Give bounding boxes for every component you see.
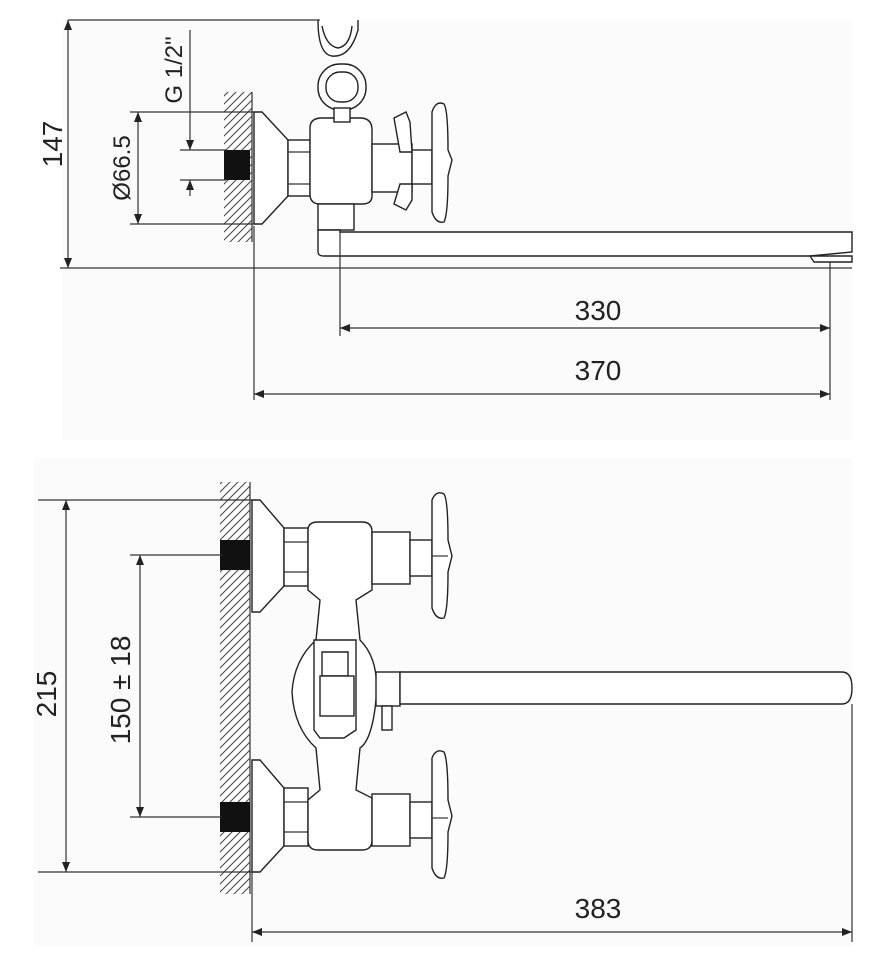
hex-nut-top — [287, 139, 311, 197]
pipe-insert-upper — [220, 540, 250, 570]
mixer-body-top — [309, 117, 373, 205]
dim-total-length-front-label: 383 — [575, 893, 622, 924]
dim-total-length-top-label: 370 — [575, 355, 622, 386]
dim-height-label: 147 — [37, 121, 68, 168]
dim-thread-label: G 1/2" — [161, 36, 188, 103]
dim-center-distance-label: 150 ± 18 — [105, 636, 136, 745]
handle-stem-lower — [371, 793, 411, 847]
spout-top — [317, 229, 853, 257]
cross-handle-top — [431, 102, 453, 223]
spout-base-top — [317, 203, 355, 231]
hex-nut-lower — [283, 787, 309, 847]
pipe-insert-top — [224, 150, 250, 180]
diverter-front — [375, 671, 401, 707]
hex-nut-upper — [283, 527, 309, 587]
top-view: 147 Ø66.5 G 1/2" 330 370 — [37, 19, 853, 440]
spout-front — [399, 671, 853, 705]
dim-spout-reach-label: 330 — [575, 295, 622, 326]
front-view: 215 150 ± 18 383 — [31, 458, 853, 946]
dim-diameter-label: Ø66.5 — [109, 135, 136, 200]
handle-stem-upper — [371, 531, 411, 585]
dim-total-height-label: 215 — [31, 671, 62, 718]
cross-handle-lower — [431, 750, 453, 879]
pipe-insert-lower — [220, 802, 250, 832]
